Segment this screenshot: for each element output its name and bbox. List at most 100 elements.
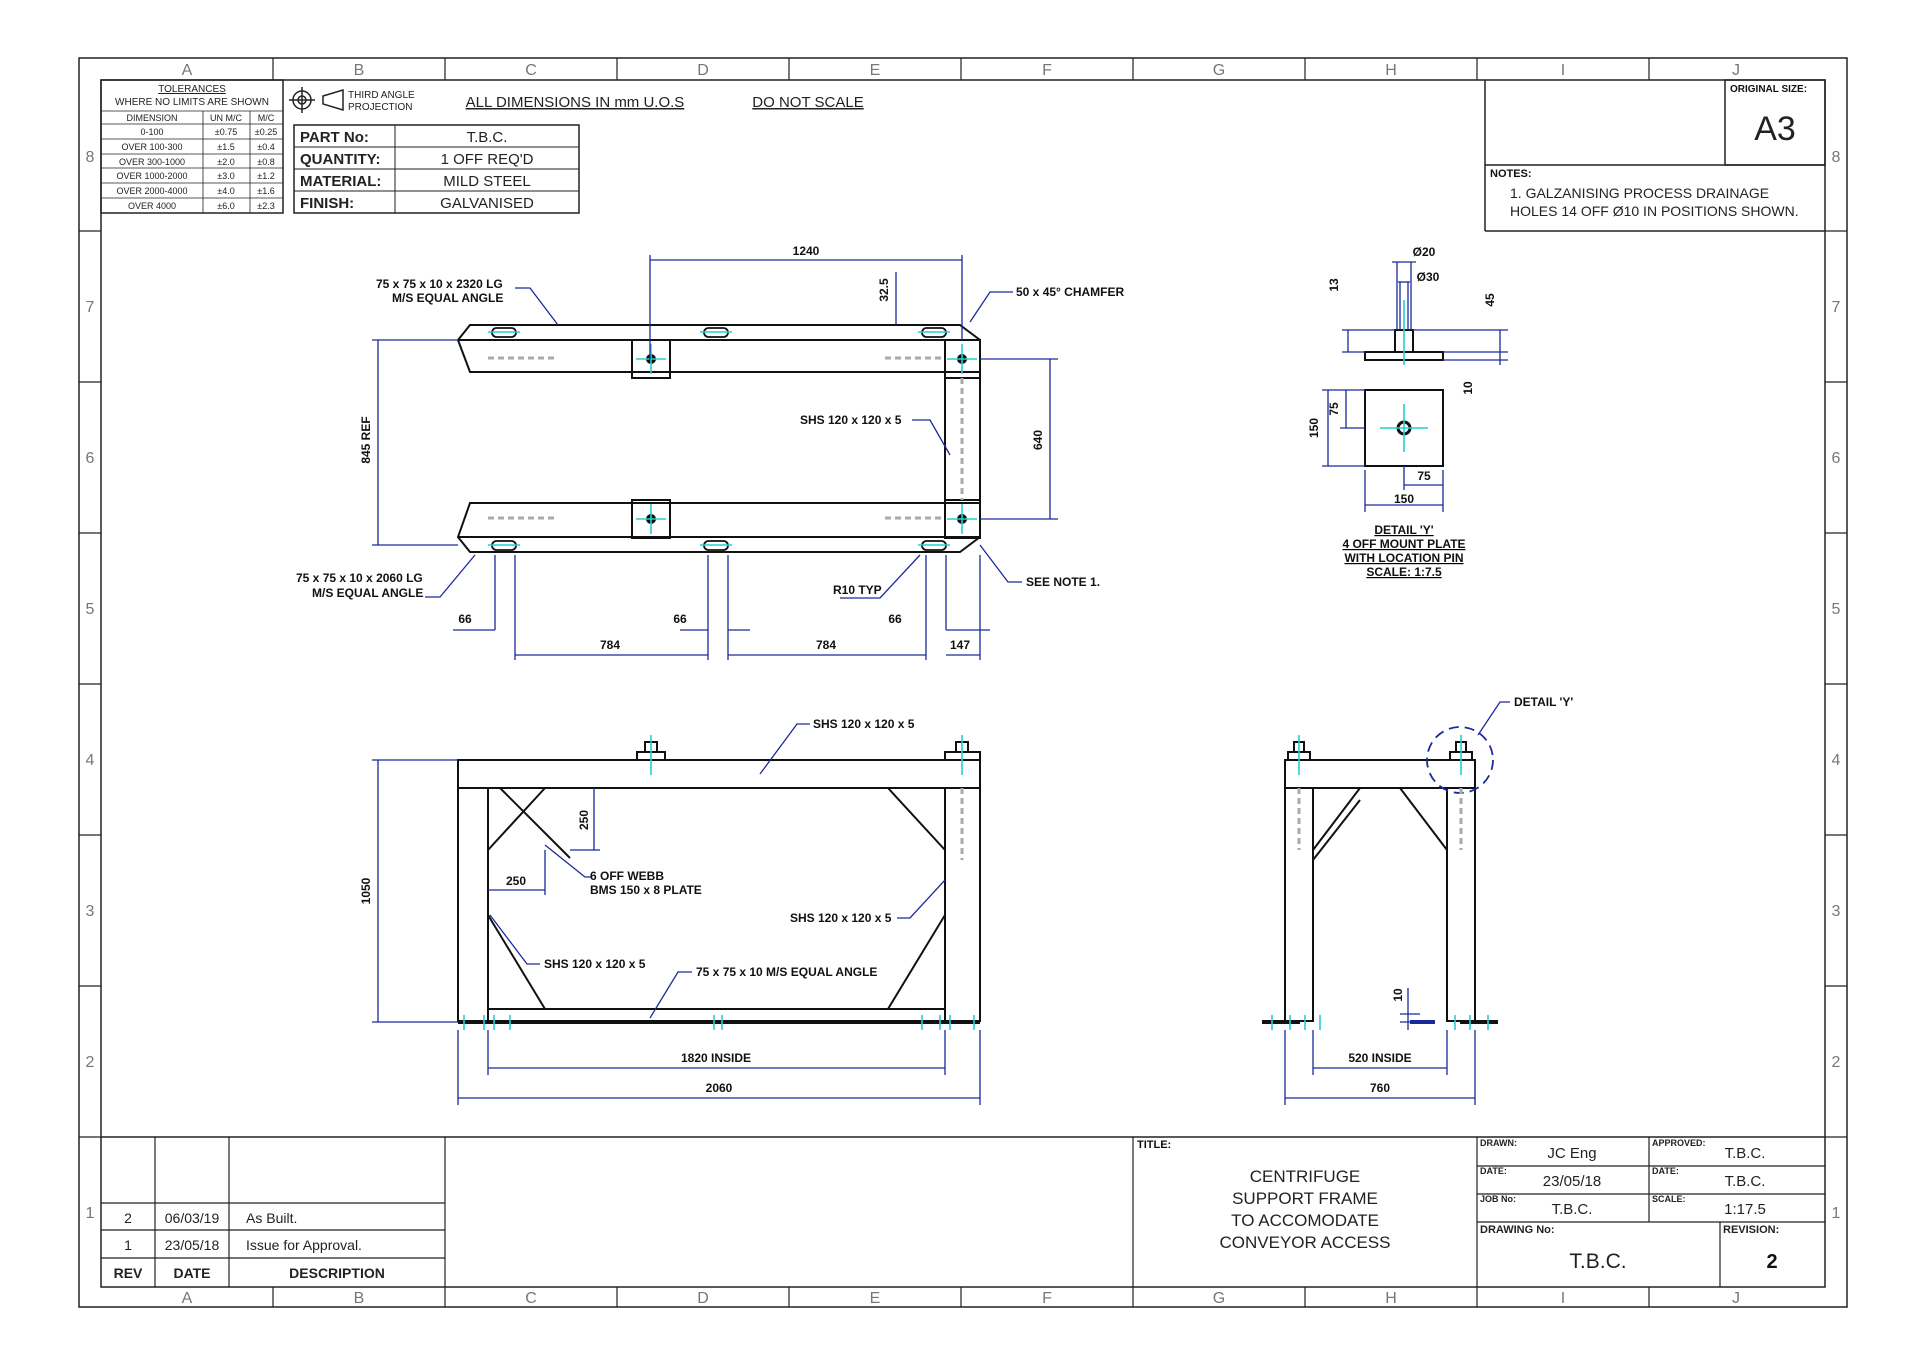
svg-text:SHS 120 x 120 x 5: SHS 120 x 120 x 5 [800,413,902,427]
row-label: 1 [1832,1205,1841,1222]
title-block: TITLE: CENTRIFUGE SUPPORT FRAME TO ACCOM… [1132,1137,1825,1287]
sheet-border [78,57,1848,1308]
svg-text:DIMENSION: DIMENSION [126,113,177,123]
svg-text:UN M/C: UN M/C [210,113,242,123]
col-label: A [182,62,193,79]
svg-text:M/C: M/C [258,113,275,123]
svg-text:32.5: 32.5 [877,278,891,302]
job-number: T.B.C. [1552,1201,1593,1218]
svg-text:OVER 2000-4000: OVER 2000-4000 [116,186,187,196]
svg-text:±6.0: ±6.0 [217,201,234,211]
svg-text:784: 784 [600,638,620,652]
col-label: D [697,1290,709,1307]
svg-text:DETAIL 'Y': DETAIL 'Y' [1374,523,1433,537]
row-label: 7 [86,299,95,316]
revision-number: 2 [1766,1251,1777,1273]
part-number: T.B.C. [467,129,508,146]
svg-text:10: 10 [1391,988,1405,1002]
side-view: DETAIL 'Y' 10 520 INSIDE 760 [1262,695,1573,1105]
drawing-number: T.B.C. [1569,1250,1626,1273]
svg-text:JOB No:: JOB No: [1480,1194,1516,1204]
col-label: I [1561,62,1565,79]
row-label: 2 [86,1054,95,1071]
svg-text:250: 250 [506,874,526,888]
svg-text:SEE NOTE 1.: SEE NOTE 1. [1026,575,1100,589]
revision-table: 2 06/03/19 As Built. 1 23/05/18 Issue fo… [101,1136,1825,1287]
svg-text:DATE:: DATE: [1652,1166,1679,1176]
part-info-table: PART No: QUANTITY: MATERIAL: FINISH: T.B… [293,124,580,214]
dimensions-note: ALL DIMENSIONS IN mm U.O.S [466,94,685,111]
svg-text:1: 1 [124,1237,132,1253]
svg-text:APPROVED:: APPROVED: [1652,1138,1706,1148]
row-label: 6 [86,450,95,467]
svg-text:DETAIL 'Y': DETAIL 'Y' [1514,695,1573,709]
row-label: 8 [86,149,95,166]
svg-text:DATE:: DATE: [1480,1166,1507,1176]
svg-text:147: 147 [950,638,970,652]
col-label: J [1732,62,1740,79]
svg-text:13: 13 [1327,278,1341,292]
svg-text:±4.0: ±4.0 [217,186,234,196]
do-not-scale-note: DO NOT SCALE [752,94,863,111]
col-label: F [1042,1290,1052,1307]
row-label: 4 [86,752,95,769]
col-label: E [870,1290,881,1307]
row-label: 3 [1832,903,1841,920]
drawn-by: JC Eng [1547,1145,1596,1162]
svg-text:2: 2 [124,1210,132,1226]
svg-text:6 OFF WEBB: 6 OFF WEBB [590,869,664,883]
svg-text:SCALE: 1:7.5: SCALE: 1:7.5 [1366,565,1442,579]
row-label: 6 [1832,450,1841,467]
svg-text:1050: 1050 [359,877,373,904]
svg-text:640: 640 [1031,430,1045,450]
svg-text:760: 760 [1370,1081,1390,1095]
finish: GALVANISED [440,195,534,212]
svg-text:SHS 120 x 120 x 5: SHS 120 x 120 x 5 [544,957,646,971]
plan-view: 75 x 75 x 10 x 2320 LG M/S EQUAL ANGLE 5… [296,244,1124,660]
svg-text:2060: 2060 [706,1081,733,1095]
svg-text:M/S EQUAL ANGLE: M/S EQUAL ANGLE [392,291,503,305]
svg-text:WITH LOCATION PIN: WITH LOCATION PIN [1344,551,1463,565]
grid-labels: A B C D E F G H I J A B C D E F G H I J … [86,62,1841,1307]
col-label: G [1213,1290,1225,1307]
col-label: F [1042,62,1052,79]
svg-text:150: 150 [1307,418,1321,438]
svg-text:±0.75: ±0.75 [215,127,237,137]
row-label: 4 [1832,752,1841,769]
svg-text:0-100: 0-100 [140,127,163,137]
drawing-title-line: CENTRIFUGE [1250,1167,1361,1186]
front-view: SHS 120 x 120 x 5 6 OFF WEBB BMS 150 x 8… [359,717,981,1105]
svg-text:75: 75 [1417,469,1431,483]
svg-text:150: 150 [1394,492,1414,506]
svg-text:TITLE:: TITLE: [1137,1139,1171,1151]
projection-line2: PROJECTION [348,102,412,113]
note-line-1: 1. GALZANISING PROCESS DRAINAGE [1510,185,1769,201]
svg-text:±2.3: ±2.3 [257,201,274,211]
svg-text:FINISH:: FINISH: [300,195,354,212]
tolerances-table: TOLERANCES WHERE NO LIMITS ARE SHOWN DIM… [100,79,284,214]
svg-text:DESCRIPTION: DESCRIPTION [289,1265,385,1281]
svg-text:Ø30: Ø30 [1417,270,1440,284]
svg-text:QUANTITY:: QUANTITY: [300,151,381,168]
col-label: I [1561,1290,1565,1307]
col-label: H [1385,62,1397,79]
svg-text:250: 250 [577,810,591,830]
col-label: H [1385,1290,1397,1307]
svg-text:As Built.: As Built. [246,1210,297,1226]
svg-text:75 x 75 x 10 x 2320 LG: 75 x 75 x 10 x 2320 LG [376,277,503,291]
svg-text:50 x 45° CHAMFER: 50 x 45° CHAMFER [1016,285,1124,299]
scale: 1:17.5 [1724,1201,1766,1218]
col-label: A [182,1290,193,1307]
col-label: J [1732,1290,1740,1307]
svg-text:DRAWN:: DRAWN: [1480,1138,1517,1148]
svg-text:±0.25: ±0.25 [255,127,277,137]
svg-text:SHS 120 x 120 x 5: SHS 120 x 120 x 5 [813,717,915,731]
detail-y-view: Ø20 Ø30 13 45 10 150 75 75 150 DETAIL 'Y… [1307,245,1508,579]
note-line-2: HOLES 14 OFF Ø10 IN POSITIONS SHOWN. [1510,203,1799,219]
svg-text:±0.8: ±0.8 [257,157,274,167]
row-label: 2 [1832,1054,1841,1071]
svg-text:±1.2: ±1.2 [257,171,274,181]
quantity: 1 OFF REQ'D [441,151,534,168]
svg-text:Issue for Approval.: Issue for Approval. [246,1237,362,1253]
material: MILD STEEL [443,173,531,190]
